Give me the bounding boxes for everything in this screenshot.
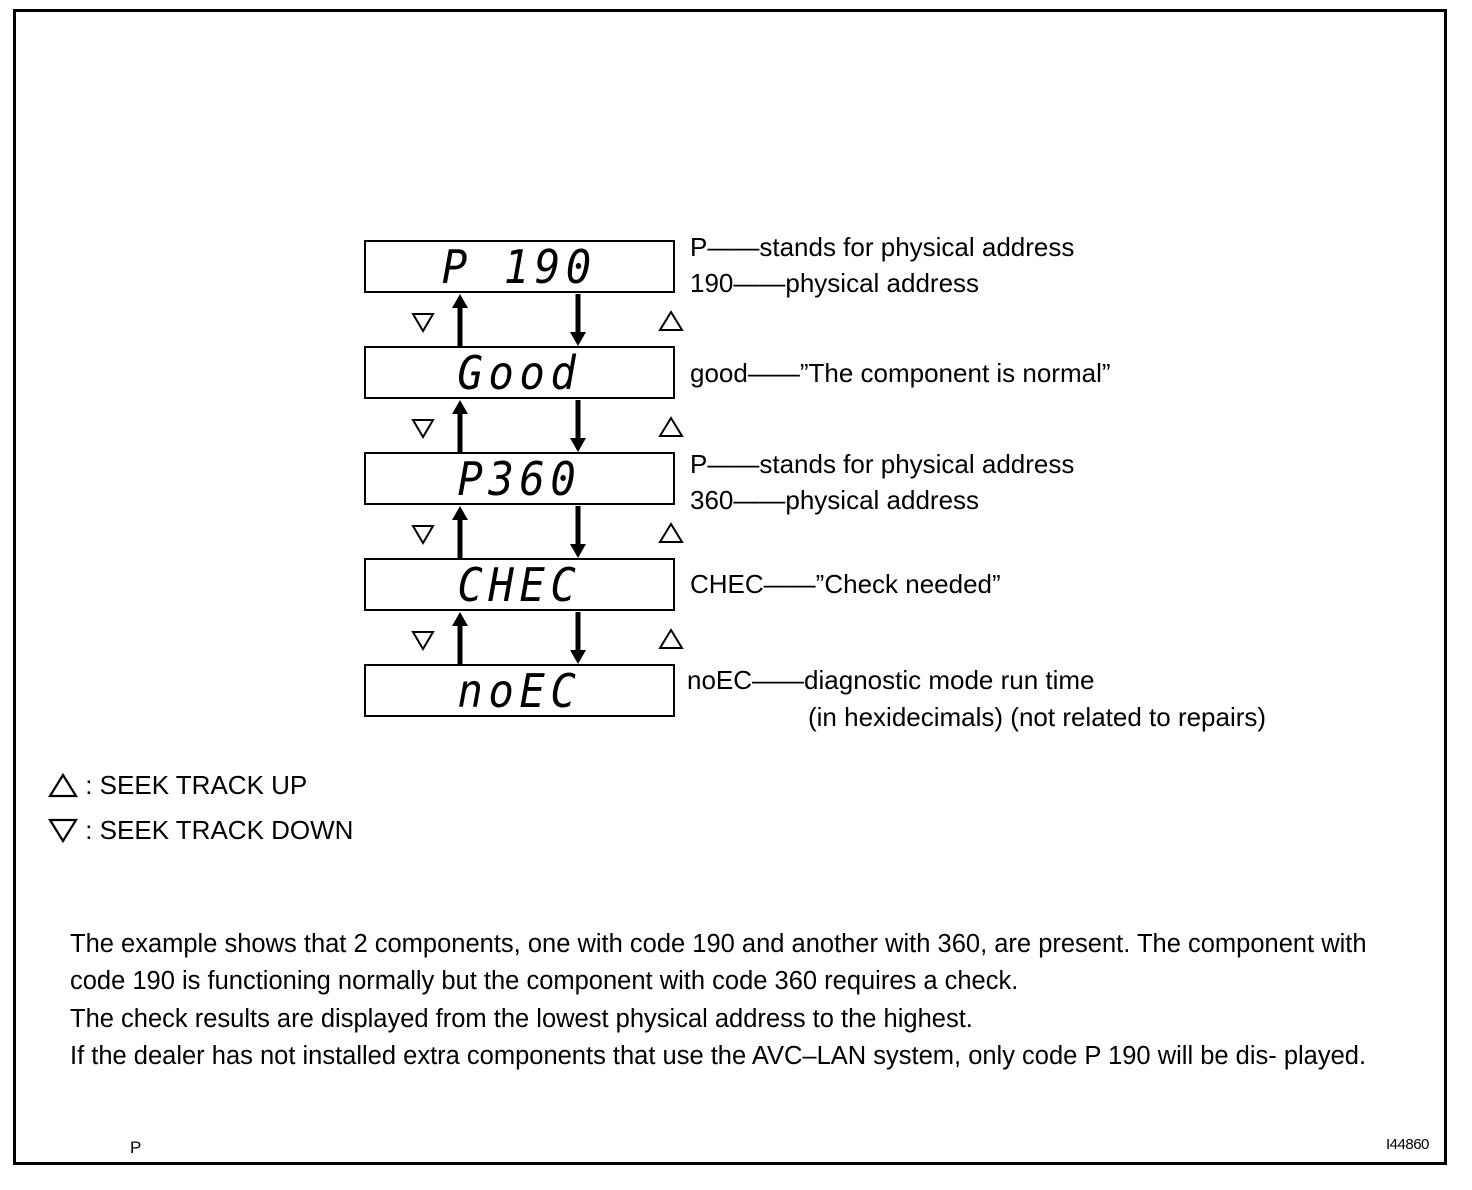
up-arrow-icon [452, 506, 468, 558]
note-noec-line1: noEC——diagnostic mode run time [687, 665, 1095, 695]
seek-up-triangle-icon [658, 310, 684, 331]
down-arrow-icon [570, 294, 586, 346]
figure-frame [13, 9, 1447, 1165]
display-text: P360 [457, 452, 582, 505]
triangle-down-icon [48, 818, 78, 843]
display-chec: CHEC [364, 558, 675, 611]
seek-down-triangle-icon [411, 525, 435, 545]
paragraph: The check results are displayed from the… [70, 1004, 973, 1033]
note-noec-line2: (in hexidecimals) (not related to repair… [808, 702, 1267, 732]
down-arrow-icon [570, 400, 586, 452]
note-chec: CHEC——”Check needed” [690, 569, 1001, 599]
legend-up-label: : SEEK TRACK UP [78, 770, 308, 800]
seek-down-triangle-icon [411, 631, 435, 651]
seek-down-triangle-icon [411, 313, 435, 333]
display-p360: P360 [364, 452, 675, 505]
seek-up-triangle-icon [658, 628, 684, 649]
note-p190-line1: P——stands for physical address [690, 232, 1075, 262]
seek-up-triangle-icon [658, 522, 684, 543]
legend-seek-up: : SEEK TRACK UP [48, 767, 307, 803]
triangle-up-icon [48, 772, 78, 798]
note-good: good——”The component is normal” [690, 358, 1111, 388]
display-noec: noEC [364, 664, 675, 717]
display-p190: P 190 [364, 240, 675, 293]
explanation-text: The example shows that 2 components, one… [70, 926, 1410, 1075]
display-text: CHEC [457, 558, 582, 611]
up-arrow-icon [452, 294, 468, 346]
footer-left-label: P [130, 1138, 142, 1157]
display-good: Good [364, 346, 675, 399]
down-arrow-icon [570, 612, 586, 664]
note-p190-line2: 190——physical address [690, 268, 980, 298]
note-p360-line2: 360——physical address [690, 485, 980, 515]
paragraph: The example shows that 2 components, one… [70, 930, 1367, 996]
up-arrow-icon [452, 612, 468, 664]
legend-down-label: : SEEK TRACK DOWN [78, 815, 354, 845]
seek-up-triangle-icon [658, 416, 684, 437]
display-text: Good [457, 346, 582, 399]
seek-down-triangle-icon [411, 419, 435, 439]
down-arrow-icon [570, 506, 586, 558]
display-text: noEC [457, 664, 582, 717]
note-p360-line1: P——stands for physical address [690, 449, 1075, 479]
legend-seek-down: : SEEK TRACK DOWN [48, 812, 353, 848]
paragraph: If the dealer has not installed extra co… [70, 1041, 1367, 1070]
up-arrow-icon [452, 400, 468, 452]
figure-id: I44860 [1386, 1136, 1429, 1153]
display-text: P 190 [441, 240, 597, 293]
